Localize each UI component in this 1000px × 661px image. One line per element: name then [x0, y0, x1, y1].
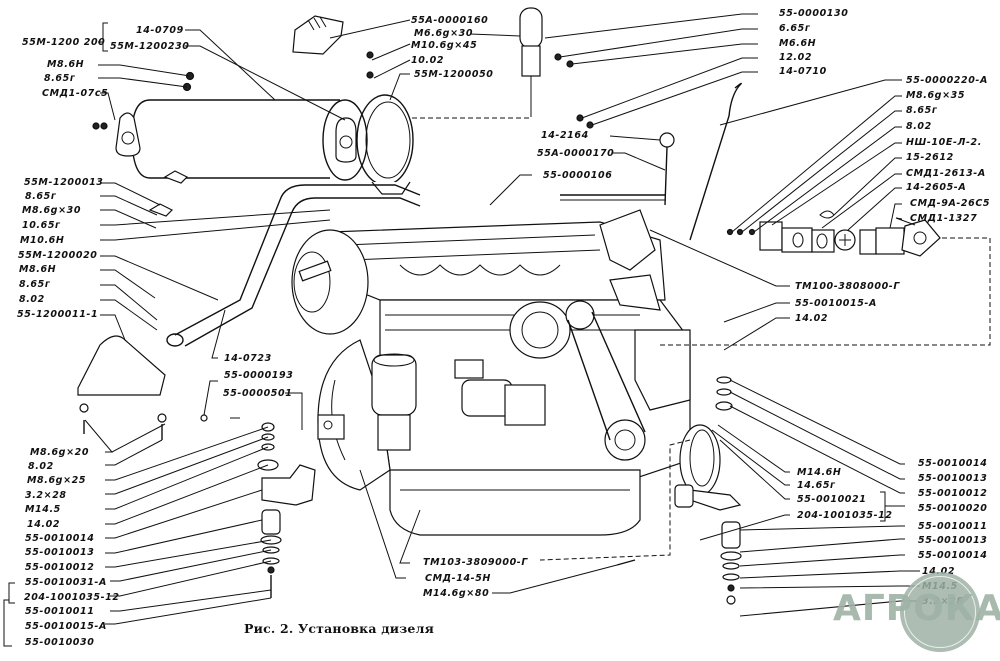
- part-label: 8.65г: [19, 279, 51, 290]
- hydraulic-pump-assembly: [726, 210, 941, 257]
- part-label: М8.6Н: [47, 59, 85, 70]
- exhaust-pipe: [166, 184, 421, 347]
- part-label: 55-0010020: [918, 503, 988, 514]
- part-label: СМД1-2613-А: [906, 168, 986, 179]
- part-label: 55-0010030: [25, 637, 95, 648]
- part-label: 204-1001035-12: [24, 592, 120, 603]
- part-label: 204-1001035-12: [797, 510, 893, 521]
- part-label: 55-0000130: [779, 8, 849, 19]
- part-label: 14-0723: [224, 353, 272, 364]
- part-label: 55М-1200013: [24, 177, 104, 188]
- part-label: НШ-10Е-Л-2.: [906, 137, 982, 148]
- part-label: 55-0010012: [918, 488, 988, 499]
- part-label: 55-0010012: [25, 562, 95, 573]
- muffler-clamp: [356, 94, 414, 195]
- part-label: 55-0010011: [918, 521, 988, 532]
- part-label: 10.02: [411, 55, 445, 66]
- muffler: [131, 99, 368, 181]
- part-label: 12.02: [779, 52, 813, 63]
- bracket: [148, 203, 174, 217]
- part-label: 55-0000106: [543, 170, 613, 181]
- part-label: 8.65г: [44, 73, 76, 84]
- part-label: СМД1-1327: [910, 213, 978, 224]
- part-label: 8.65г: [906, 105, 938, 116]
- breather: [519, 7, 543, 112]
- part-label: 14-2164: [541, 130, 589, 141]
- leader-lines: [3, 13, 920, 647]
- part-label: 55-0000220-А: [906, 75, 988, 86]
- part-label: 55А-0000170: [537, 148, 615, 159]
- part-label: М8.6g×25: [27, 475, 87, 486]
- part-label: 55-1200011-1: [17, 309, 99, 320]
- watermark-text: АГРОКА: [833, 588, 1000, 629]
- part-label: 10.65г: [22, 220, 61, 231]
- part-label: М8.6g×35: [906, 90, 966, 101]
- leader-dashed: [539, 439, 691, 561]
- part-label: 55-0010014: [25, 533, 95, 544]
- part-label: М8.6g×30: [22, 205, 82, 216]
- part-label: 3.2×28: [25, 490, 67, 501]
- bolt-icon: [616, 559, 636, 566]
- part-label: 55А-0000160: [411, 15, 489, 26]
- part-label: ТМ100-3808000-Г: [795, 281, 900, 292]
- part-label: 8.65г: [25, 191, 57, 202]
- leader-dashed: [410, 112, 532, 119]
- part-label: 15-2612: [906, 152, 954, 163]
- part-label: 55-0010031-А: [25, 577, 107, 588]
- part-label: М8.6Н: [19, 264, 57, 275]
- part-label: 8.02: [906, 121, 932, 132]
- figure-caption: Рис. 2. Установка дизеля: [244, 621, 435, 636]
- bracket: [163, 170, 189, 184]
- part-label: СМД-9А-26С5: [910, 198, 991, 209]
- part-label: 55-0010013: [918, 535, 988, 546]
- watermark-ring: [904, 576, 976, 648]
- part-label: М8.6g×20: [30, 447, 90, 458]
- part-label: М6.6g×30: [414, 28, 474, 39]
- cover-part: [292, 15, 344, 55]
- part-label: 14.65г: [797, 480, 836, 491]
- part-label: 6.65г: [779, 23, 811, 34]
- part-label: М10.6g×45: [411, 40, 478, 51]
- part-label: 55-0010013: [25, 547, 95, 558]
- part-label: 14-2605-А: [906, 182, 967, 193]
- part-label: 55М-1200020: [18, 250, 98, 261]
- part-label: М6.6Н: [779, 38, 817, 49]
- part-label: 8.02: [19, 294, 45, 305]
- part-label: 55М-1200230: [110, 41, 190, 52]
- part-label: 14.02: [795, 313, 829, 324]
- part-label: 55М-1200050: [414, 69, 494, 80]
- dipstick: [689, 82, 742, 241]
- part-label: М14.6Н: [797, 467, 842, 478]
- engine-block: [291, 209, 691, 536]
- part-label: 8.02: [28, 461, 54, 472]
- part-label: М14.5: [25, 504, 61, 515]
- leader-dashed: [660, 237, 991, 346]
- part-label: 55-0010021: [797, 494, 867, 505]
- part-label: 55-0010015-А: [795, 298, 877, 309]
- part-label: 55-0010014: [918, 550, 988, 561]
- part-label: 55М-1200 200: [22, 37, 106, 48]
- part-label: 55-0010013: [918, 473, 988, 484]
- control-lever: [560, 132, 675, 206]
- part-label: 55-0000193: [224, 370, 294, 381]
- part-label: 55-0000501: [223, 388, 293, 399]
- part-label: М14.6g×80: [423, 588, 490, 599]
- part-label: 14-0709: [136, 25, 184, 36]
- part-label: 55-0010015-А: [25, 621, 107, 632]
- rear-engine-mount: [674, 376, 742, 605]
- part-label: 55-0010011: [25, 606, 95, 617]
- front-engine-mount: [77, 335, 316, 598]
- part-label: СМД-14-5Н: [425, 573, 491, 584]
- washer-icon: [366, 71, 374, 79]
- part-label: М10.6Н: [20, 235, 65, 246]
- part-label: ТМ103-3809000-Г: [423, 557, 528, 568]
- part-label: 14.02: [27, 519, 61, 530]
- part-label: 55-0010014: [918, 458, 988, 469]
- part-label: СМД1-07с5: [42, 88, 109, 99]
- muffler-flange: [92, 112, 141, 157]
- bolt-icon: [366, 51, 374, 59]
- part-label: 14-0710: [779, 66, 827, 77]
- part-label: 14.02: [922, 566, 955, 577]
